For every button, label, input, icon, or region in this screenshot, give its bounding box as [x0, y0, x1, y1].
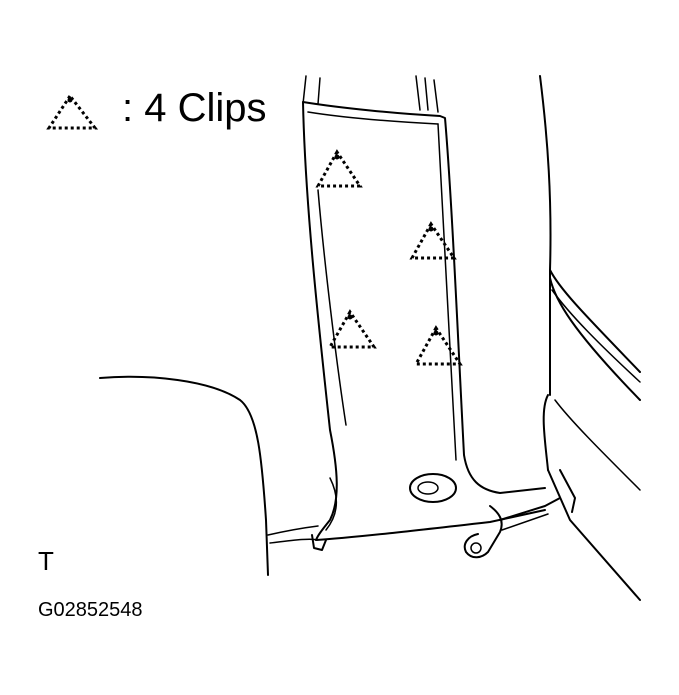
rear-door-frame	[539, 75, 641, 601]
front-marker: T	[38, 546, 54, 576]
b-pillar-trim-panel	[302, 101, 546, 551]
clip-marker-3-icon	[327, 309, 377, 349]
figure-code: G02852548	[38, 599, 143, 621]
front-seat-outline	[99, 375, 269, 576]
seatbelt-anchor-boss-icon	[409, 473, 457, 503]
seatbelt-anchor-bracket	[463, 497, 561, 559]
legend-label: : 4 Clips	[122, 86, 267, 130]
clip-marker-4-icon	[413, 325, 463, 366]
upper-pillar-rails	[302, 75, 439, 113]
clip-marker-1-icon	[315, 149, 363, 188]
floor-sill	[267, 525, 319, 544]
clip-marker-2-icon	[409, 221, 457, 260]
legend-clip-symbol-icon	[46, 93, 99, 130]
